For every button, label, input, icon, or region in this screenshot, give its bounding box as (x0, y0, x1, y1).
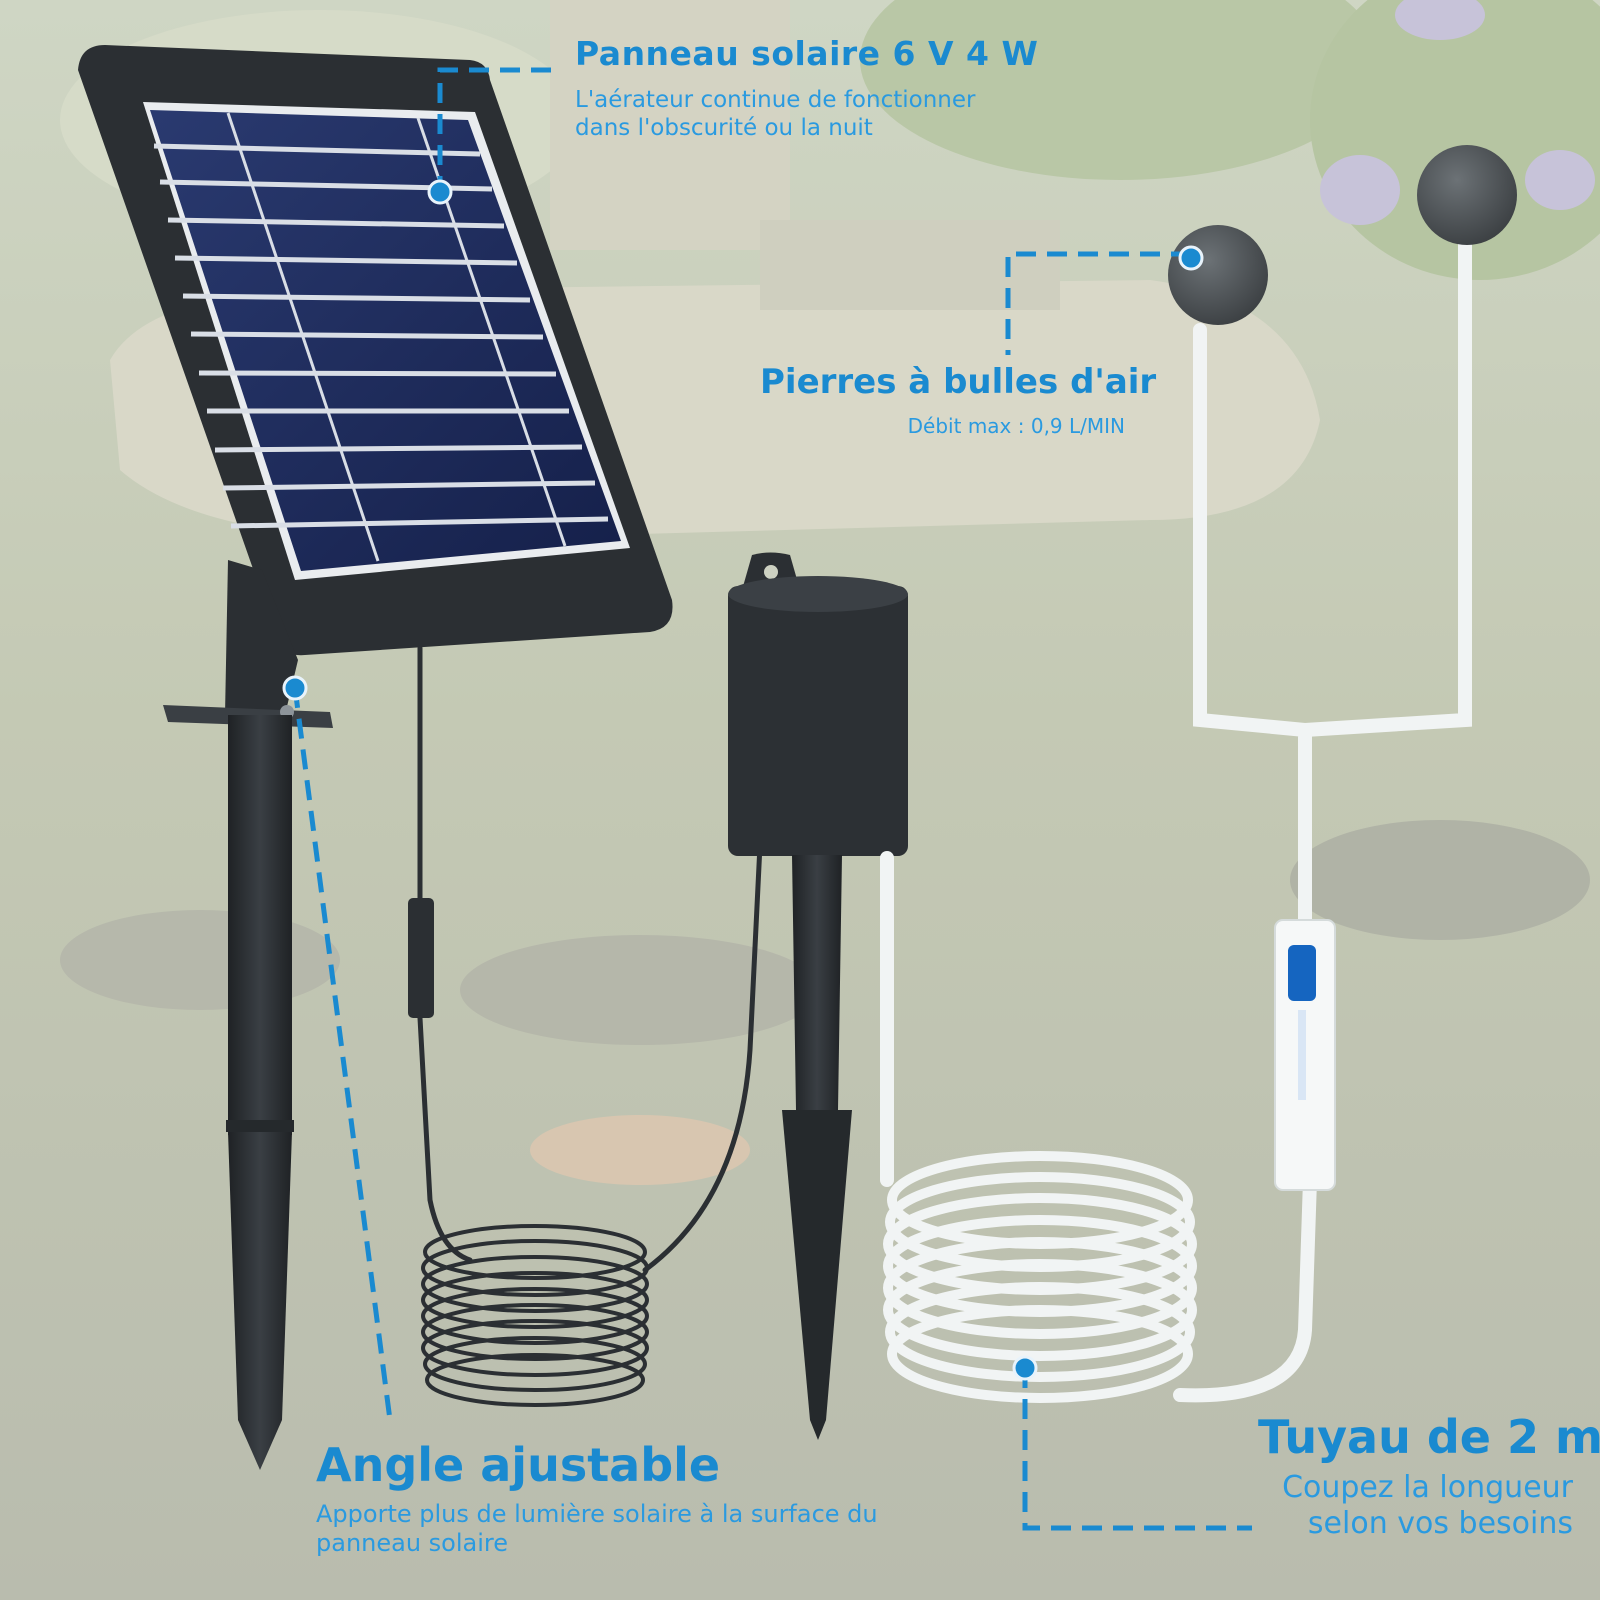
air-pump (728, 552, 908, 1440)
panel-stake (226, 715, 294, 1470)
solar-panel-callout: Panneau solaire 6 V 4 W L'aérateur conti… (575, 34, 1038, 142)
power-cable (408, 645, 763, 1407)
callout-dots (282, 179, 1204, 1381)
air-hose (880, 193, 1472, 1403)
air-stones (1168, 145, 1517, 325)
callout-leaders (292, 67, 1252, 1531)
solar-panel (78, 45, 673, 728)
solar-panel-description: L'aérateur continue de fonctionner dans … (575, 87, 976, 141)
hose-callout: Tuyau de 2 m Coupez la longueur selon vo… (1258, 1410, 1600, 1542)
air-stones-description: Débit max : 0,9 L/MIN (907, 414, 1125, 438)
air-stones-title: Pierres à bulles d'air (760, 362, 1157, 402)
hose-title: Tuyau de 2 m (1258, 1410, 1600, 1464)
angle-title: Angle ajustable (316, 1438, 721, 1492)
flow-valve (1274, 919, 1336, 1191)
angle-description: Apporte plus de lumière solaire à la sur… (316, 1500, 878, 1557)
air-stones-callout: Pierres à bulles d'air Débit max : 0,9 L… (760, 362, 1157, 438)
angle-callout: Angle ajustable Apporte plus de lumière … (316, 1438, 916, 1558)
solar-panel-title: Panneau solaire 6 V 4 W (575, 34, 1039, 73)
hose-description: Coupez la longueur selon vos besoins (1282, 1470, 1573, 1541)
